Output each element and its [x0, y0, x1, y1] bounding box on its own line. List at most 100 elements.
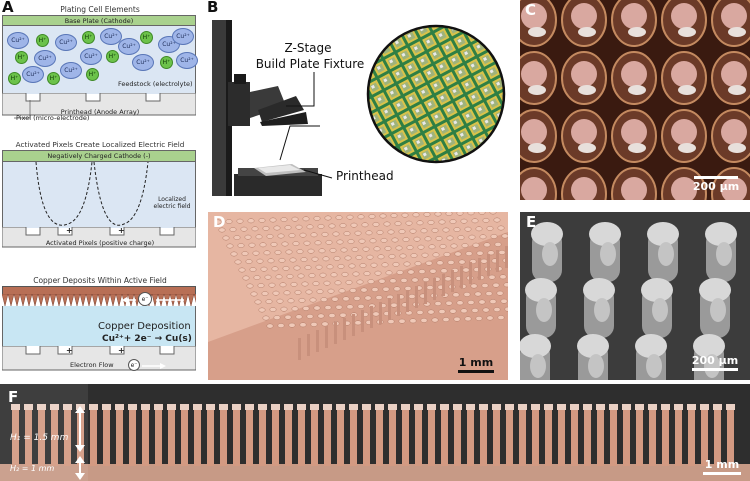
pillar-highlight — [528, 27, 546, 37]
pillar-tip — [442, 317, 450, 323]
pillar-tip — [324, 305, 332, 311]
h-ion: H⁺ — [86, 68, 99, 81]
pillar-tip — [295, 224, 303, 230]
pillar-tip — [400, 277, 408, 283]
copper-spike — [79, 294, 87, 307]
pillar-array-perspective — [208, 212, 508, 380]
pillar-cap — [693, 334, 725, 358]
pillar-cap-side — [674, 404, 683, 410]
highlight-overlay — [0, 384, 88, 481]
pillar-tip — [504, 306, 508, 312]
pillar-tip — [266, 323, 274, 329]
pillar-cap-side — [414, 404, 423, 410]
pillar-tip — [399, 253, 407, 259]
pillar-tip — [475, 315, 483, 321]
pillar-tip — [354, 320, 362, 326]
pillar-side — [662, 408, 669, 466]
pillar-highlight — [628, 85, 646, 95]
pillar-tip — [488, 274, 496, 280]
pillar-cap — [577, 334, 609, 358]
pillar-tip — [461, 243, 469, 249]
pillar-cap-side — [115, 404, 124, 410]
pillar-tip — [489, 299, 497, 305]
pillar-side — [272, 408, 279, 466]
micrograph-e — [520, 212, 750, 380]
pillar-tip — [445, 212, 453, 217]
pillar-row-side-view — [0, 404, 750, 481]
pillar-tip — [368, 213, 376, 219]
pillar-tip — [401, 212, 409, 218]
pillar-tip — [356, 279, 364, 285]
pillar-tip — [304, 265, 312, 271]
pillar-tip — [265, 299, 273, 305]
pillar-cap-side — [596, 404, 605, 410]
plus-sign: + — [118, 346, 125, 355]
pillar-tip — [496, 290, 504, 296]
cu-ion: Cu²⁺ — [172, 28, 194, 45]
pillar-side — [597, 408, 604, 466]
pillar-tip — [426, 285, 434, 291]
electron-flow-arrow — [142, 363, 166, 369]
pillar-tip — [332, 231, 340, 237]
pillar-tip — [342, 296, 350, 302]
pillar-tip — [352, 271, 360, 277]
pillar-tip — [478, 212, 486, 215]
pillar-tip — [503, 282, 508, 288]
pillar-cap-side — [167, 404, 176, 410]
pillar-tip — [283, 290, 291, 296]
scale-bar-f-label: 1 mm — [704, 458, 740, 471]
pillar-tip — [420, 317, 428, 323]
pillar-cap-side — [466, 404, 475, 410]
pillar-array-sem — [520, 222, 737, 380]
pillar-tip — [261, 291, 269, 297]
pillar-tip — [321, 321, 329, 327]
h-ion: H⁺ — [36, 34, 49, 47]
pillar-side — [701, 408, 708, 466]
pillar-tip — [493, 217, 501, 223]
pillar-tip — [353, 295, 361, 301]
pillar-side — [285, 408, 292, 466]
title-activated-pixels: Activated Pixels Create Localized Electr… — [15, 140, 185, 149]
pillar-tip — [387, 319, 395, 325]
pillar-top — [571, 61, 597, 87]
zstage-label-line2: Build Plate Fixture — [255, 57, 365, 71]
pillar-side — [545, 408, 552, 466]
feedstock-label: Feedstock (electrolyte) — [118, 80, 193, 88]
pillar-cup — [594, 298, 610, 322]
pillar-tip — [294, 289, 302, 295]
pillar-tip — [357, 214, 365, 220]
pillar-tip — [313, 215, 321, 221]
pillar-tip — [453, 227, 461, 233]
activated-printhead — [2, 227, 196, 248]
pillar-side — [519, 408, 526, 466]
pillar-tip — [500, 298, 508, 304]
pillar-tip — [485, 291, 493, 297]
pillar-tip — [409, 228, 417, 234]
pillar-cap-side — [713, 404, 722, 410]
pillar-front — [469, 262, 472, 284]
pillar-tip — [214, 219, 222, 225]
pillar-tip — [428, 244, 436, 250]
pillar-side — [142, 408, 149, 466]
pillar-cap-side — [63, 404, 72, 410]
copper-spike — [91, 294, 99, 307]
pillar-cap-side — [427, 404, 436, 410]
pillar-side — [337, 408, 344, 466]
pillar-cap — [705, 222, 737, 246]
title-copper-deposits: Copper Deposits Within Active Field — [33, 276, 167, 285]
pillar-side — [558, 408, 565, 466]
copper-spike — [103, 294, 111, 307]
pillar-cap-side — [232, 404, 241, 410]
pillar-tip — [388, 253, 396, 259]
pillar-side — [324, 408, 331, 466]
h-ion: H⁺ — [8, 72, 21, 85]
pillar-tip — [499, 274, 507, 280]
cu-ion: Cu²⁺ — [176, 52, 198, 69]
pillar-tip — [247, 218, 255, 224]
pillar-tip — [436, 260, 444, 266]
pillar-tip — [412, 212, 420, 218]
pillar-tip — [263, 250, 271, 256]
pillar-tip — [331, 296, 339, 302]
pillar-tip — [267, 258, 275, 264]
pillar-tip — [248, 242, 256, 248]
